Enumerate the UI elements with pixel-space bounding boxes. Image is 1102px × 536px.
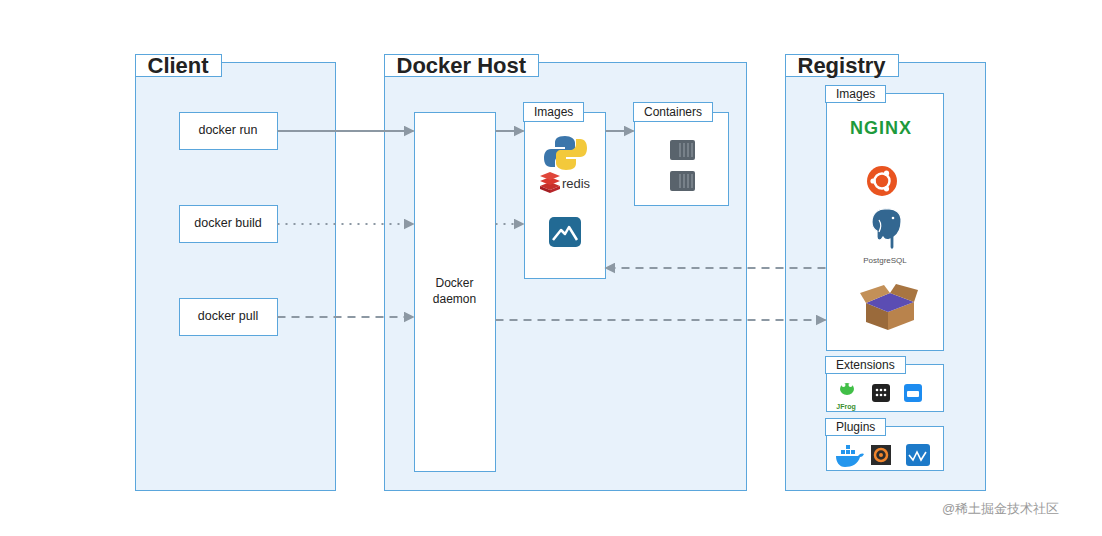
client-panel: Clientdocker rundocker builddocker pull — [135, 62, 336, 491]
daemon-box: Docker daemon — [414, 112, 496, 472]
plugin-logo-icon — [871, 445, 891, 465]
logo-text-holder: JFrog — [786, 395, 906, 413]
connector-arrow — [278, 223, 414, 225]
command-box: docker run — [179, 112, 278, 150]
heading-label: Plugins — [836, 420, 875, 434]
connector-arrow — [606, 130, 634, 132]
docker-host-panel: Docker HostDocker daemonImagesredisConta… — [384, 62, 747, 491]
registry-images-box: ImagesNGINXPostgreSQL — [826, 93, 944, 351]
heading-tab: Registry — [785, 54, 899, 77]
heading-label: Images — [836, 87, 875, 101]
container-icon — [670, 140, 695, 191]
connector-arrow — [278, 130, 414, 132]
extensions-box: ExtensionsJFrog — [826, 364, 944, 412]
heading-tab: Images — [523, 102, 584, 122]
heading-tab: Extensions — [825, 356, 906, 374]
postgresql-icon — [872, 209, 901, 249]
heading-tab: Docker Host — [384, 54, 540, 77]
connector-arrow — [496, 319, 826, 321]
jfrog-icon — [840, 383, 854, 395]
container-stripes — [680, 143, 692, 188]
python-icon — [544, 136, 587, 170]
redis-icon — [540, 172, 560, 193]
images-box: Imagesredis — [524, 112, 606, 279]
logo-text-holder: NGINX — [821, 118, 941, 139]
vmware-icon — [906, 444, 930, 466]
heading-label: Client — [148, 53, 209, 79]
logo-text: PostgreSQL — [863, 256, 907, 265]
heading-label: Extensions — [836, 358, 895, 372]
logo-text: JFrog — [836, 403, 855, 410]
command-box: docker pull — [179, 298, 278, 336]
connector-arrow — [606, 267, 826, 269]
box-label: docker build — [194, 215, 261, 231]
registry-panel: RegistryImagesNGINXPostgreSQLExtensionsJ… — [785, 62, 986, 491]
heading-label: Docker Host — [397, 53, 527, 79]
plugins-box: Plugins — [826, 426, 944, 471]
portainer-icon — [549, 217, 581, 247]
package-box-icon — [860, 284, 918, 330]
connector-arrow — [278, 316, 414, 318]
box-label: Docker daemon — [415, 276, 495, 307]
heading-tab: Images — [825, 85, 886, 103]
heading-label: Containers — [644, 105, 702, 119]
logo-text-holder: redis — [516, 174, 636, 192]
connector-arrow — [496, 223, 524, 225]
logo-text: redis — [562, 176, 590, 191]
heading-tab: Plugins — [825, 418, 886, 436]
box-label: docker pull — [198, 308, 258, 324]
docker-whale-icon — [836, 445, 864, 467]
extension-disk-icon — [904, 384, 922, 402]
logo-text-holder: PostgreSQL — [825, 249, 945, 267]
ubuntu-icon — [867, 166, 897, 196]
box-label: docker run — [198, 122, 257, 138]
heading-label: Images — [534, 105, 573, 119]
extension-grid-icon — [872, 384, 890, 402]
watermark: @稀土掘金技术社区 — [942, 501, 1059, 516]
containers-box: Containers — [634, 112, 729, 206]
connector-arrow — [496, 130, 524, 132]
heading-tab: Client — [135, 54, 222, 77]
command-box: docker build — [179, 205, 278, 243]
logo-text: NGINX — [850, 118, 912, 138]
heading-label: Registry — [798, 53, 886, 79]
watermark-holder: @稀土掘金技术社区 — [942, 499, 1059, 518]
heading-tab: Containers — [633, 102, 713, 122]
